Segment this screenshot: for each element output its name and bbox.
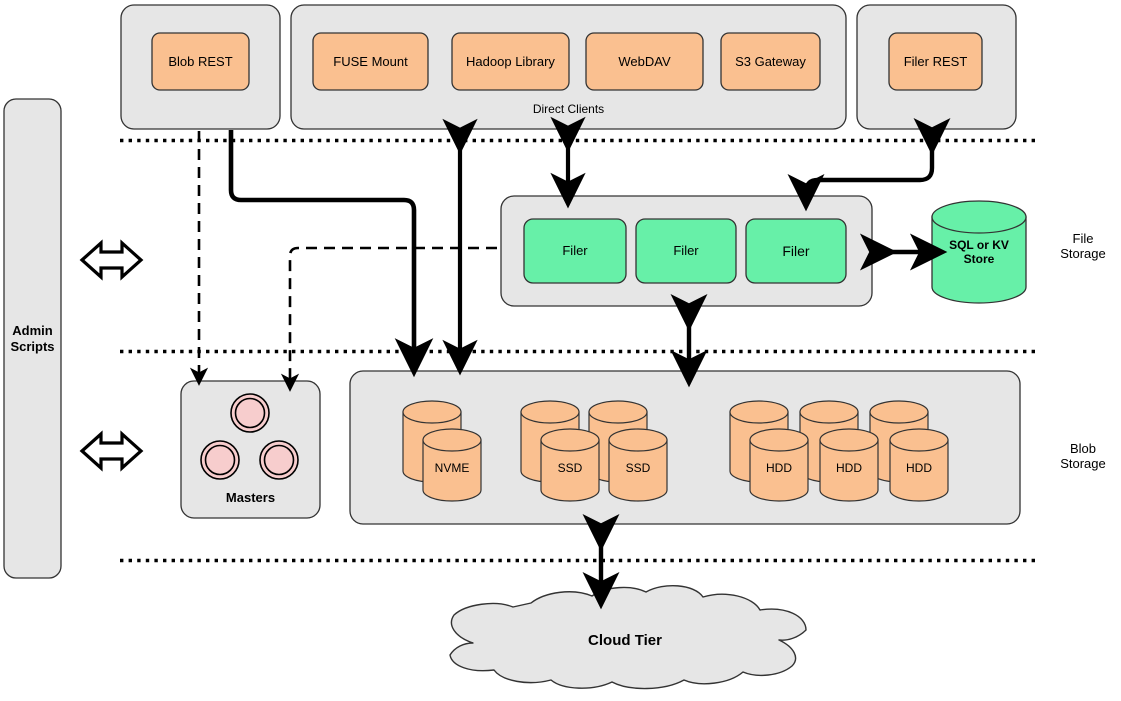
hadoop-library-box[interactable] [451,32,570,91]
hdd-disk-front-2[interactable] [819,428,879,502]
fuse-mount-box[interactable] [312,32,429,91]
ssd-disk-front-2[interactable] [608,428,668,502]
s3-gateway-box[interactable] [720,32,821,91]
filer-box-1[interactable] [523,218,627,284]
blob-rest-box[interactable] [151,32,250,91]
admin-to-file-storage-arrow [79,239,144,281]
nvme-disk-front[interactable] [422,428,482,502]
hdd-disk-front-3[interactable] [889,428,949,502]
filer-box-2[interactable] [635,218,737,284]
masters-box[interactable] [180,380,321,519]
ssd-disk-front-1[interactable] [540,428,600,502]
filer-to-masters-dashed [280,246,497,392]
admin-to-blob-storage-arrow [79,430,144,472]
blob-rest-to-volume-connector [228,130,434,378]
admin-scripts-panel[interactable] [3,98,62,579]
webdav-box[interactable] [585,32,704,91]
filer-box-3[interactable] [745,218,847,284]
filer-rest-box[interactable] [888,32,983,91]
sql-kv-store-cylinder[interactable] [931,200,1027,304]
hdd-disk-front-1[interactable] [749,428,809,502]
cloud-tier-shape[interactable] [449,584,807,690]
filer-rest-to-filer-connector [787,117,951,212]
